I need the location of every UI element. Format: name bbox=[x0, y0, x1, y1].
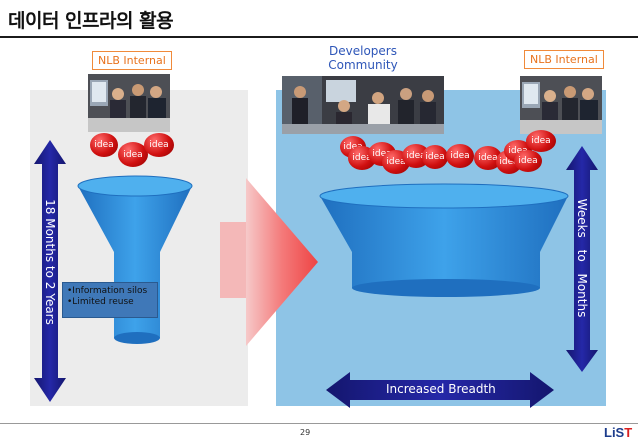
right-timeline-label: Weeks to Months bbox=[575, 198, 589, 318]
list-logo: LiST bbox=[604, 425, 632, 440]
increased-breadth-label: Increased Breadth bbox=[386, 382, 496, 396]
page-number: 29 bbox=[300, 428, 311, 437]
team-photo-center bbox=[282, 76, 444, 134]
idea-bubble: idea bbox=[422, 145, 448, 169]
left-timeline-label: 18 Months to 2 Years bbox=[43, 199, 57, 325]
silo-note-2: •Limited reuse bbox=[67, 297, 134, 307]
breadth-arrow bbox=[326, 372, 554, 408]
nlb-internal-label-right: NLB Internal bbox=[524, 50, 604, 69]
transition-arrow bbox=[220, 178, 318, 346]
team-photo-left bbox=[88, 74, 170, 132]
idea-bubble: idea bbox=[446, 144, 474, 168]
logo-accent-text: T bbox=[624, 425, 633, 440]
footer-divider bbox=[0, 423, 638, 424]
idea-bubble: idea bbox=[514, 150, 542, 172]
nlb-internal-label-left: NLB Internal bbox=[92, 51, 172, 70]
team-photo-right bbox=[520, 76, 602, 134]
silo-note-1: •Information silos bbox=[67, 286, 148, 296]
narrow-funnel bbox=[77, 175, 193, 344]
developers-community-label: Developers Community bbox=[328, 44, 398, 72]
wide-funnel bbox=[319, 183, 569, 297]
right-timeline-arrow bbox=[566, 146, 598, 372]
title-divider bbox=[0, 36, 638, 38]
idea-bubble: idea bbox=[144, 133, 174, 157]
logo-main-text: LiS bbox=[604, 425, 625, 440]
page-title: 데이터 인프라의 활용 bbox=[8, 10, 174, 32]
idea-bubble: idea bbox=[90, 133, 118, 157]
idea-bubble: idea bbox=[526, 130, 556, 152]
left-timeline-arrow bbox=[34, 140, 66, 402]
silo-notes-box: •Information silos •Limited reuse bbox=[62, 282, 158, 318]
idea-bubble: idea bbox=[118, 142, 148, 167]
